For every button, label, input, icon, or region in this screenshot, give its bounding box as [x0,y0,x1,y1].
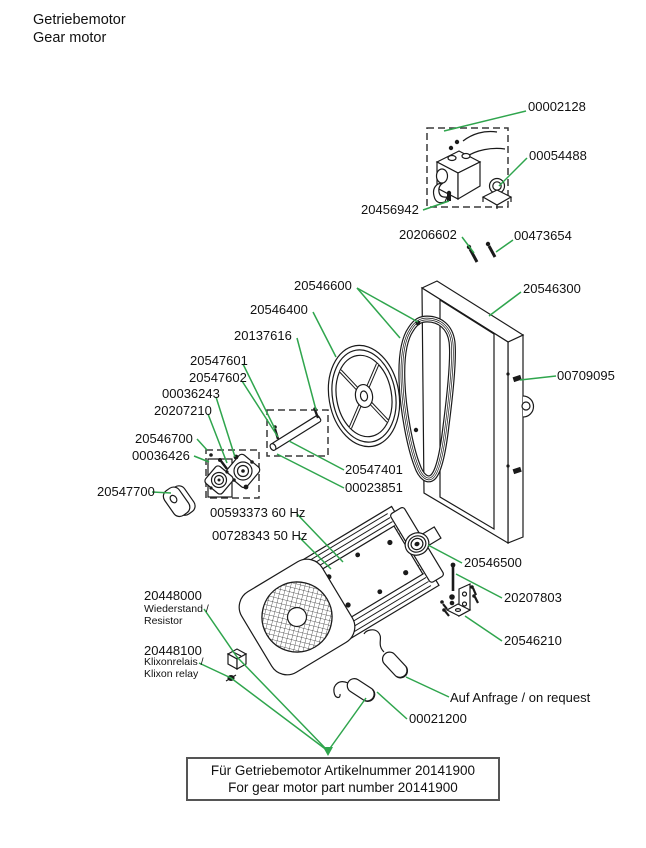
large-pulley [327,344,401,448]
page-title-de: Getriebemotor [33,12,126,28]
part-label-20448100: 20448100 [144,643,202,658]
small-pulley [404,532,430,556]
part-label-20547602: 20547602 [189,370,247,385]
part-label-00002128: 00002128 [528,99,586,114]
drive-shaft-kit [266,407,329,457]
part-label-20448000: 20448000 [144,588,202,603]
mounting-bolts [466,241,497,263]
part-label-20546210: 20546210 [504,633,562,648]
part-label-20456942: 20456942 [361,202,419,217]
part-label-00593373-60-hz: 00593373 60 Hz [210,505,306,520]
part-label-auf-anfrage-on-request: Auf Anfrage / on request [450,690,591,705]
footer-note-box: Für Getriebemotor Artikelnummer 20141900… [186,757,500,801]
part-label-20207210: 20207210 [154,403,212,418]
part-label-20546400: 20546400 [250,302,308,317]
part-label-00021200: 00021200 [409,711,467,726]
part-label-klixonrelais: Klixonrelais / [144,656,204,668]
rubber-foot [162,485,196,518]
part-label-20546500: 20546500 [464,555,522,570]
part-label-00728343-50-hz: 00728343 50 Hz [212,528,308,543]
part-label-20547401: 20547401 [345,462,403,477]
capacitor-00021200 [333,678,376,702]
part-label-wiederstand: Wiederstand / [144,603,209,615]
part-label-00709095: 00709095 [557,368,615,383]
part-label-20547700: 20547700 [97,484,155,499]
footer-note-de: Für Getriebemotor Artikelnummer 20141900 [210,763,476,778]
part-label-20546600: 20546600 [294,278,352,293]
angle-bracket [440,583,472,618]
tension-bolt [449,562,479,606]
part-label-00054488: 00054488 [529,148,587,163]
footer-arrow-icon [323,747,333,756]
part-label-20546700: 20546700 [135,431,193,446]
part-label-klixon-relay: Klixon relay [144,668,199,680]
part-label-20207803: 20207803 [504,590,562,605]
leader-lines [151,110,557,752]
part-label-resistor: Resistor [144,615,183,627]
part-label-20546300: 20546300 [523,281,581,296]
page-title: Getriebemotor Gear motor [33,11,126,47]
capacitor-on-request [363,629,409,679]
part-label-20206602: 20206602 [399,227,457,242]
resistor-block [226,648,248,671]
cover-panel [420,280,535,545]
part-label-20547601: 20547601 [190,353,248,368]
part-label-00036426: 00036426 [132,448,190,463]
part-label-00036243: 00036243 [162,386,220,401]
page-title-en: Gear motor [33,30,107,46]
part-label-00023851: 00023851 [345,480,403,495]
start-relay-assembly [426,127,513,209]
footer-note-en: For gear motor part number 20141900 [228,780,458,795]
part-label-00473654: 00473654 [514,228,572,243]
bearing-flange-kit [204,449,261,499]
part-label-20137616: 20137616 [234,328,292,343]
motor [238,505,444,676]
